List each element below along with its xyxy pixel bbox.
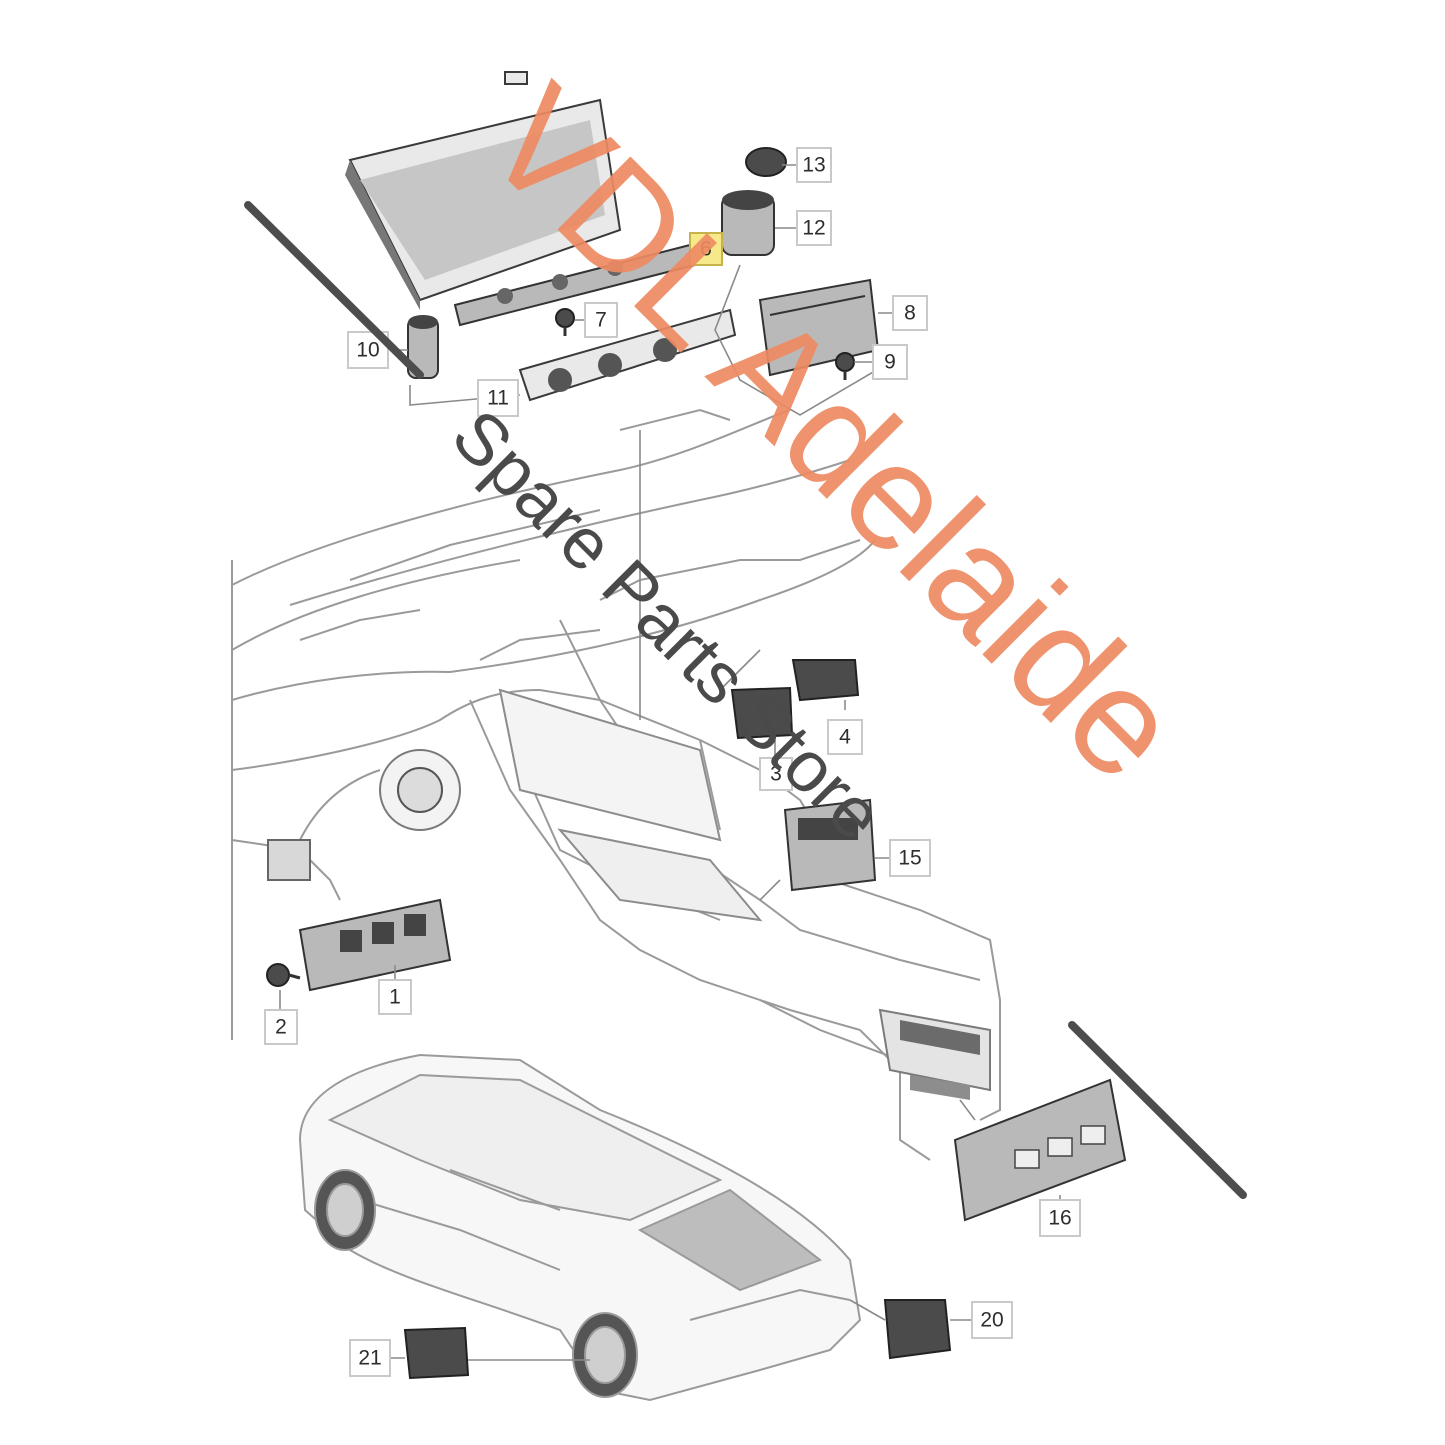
watermark-bar-top-left	[244, 201, 424, 379]
svg-text:2: 2	[275, 1016, 287, 1039]
svg-text:3: 3	[770, 763, 782, 786]
callout-16: 16	[1039, 1199, 1081, 1237]
svg-text:13: 13	[802, 154, 825, 177]
svg-text:11: 11	[487, 387, 509, 410]
svg-text:7: 7	[595, 309, 607, 332]
part-control-panel	[453, 243, 697, 327]
leader-lines	[279, 164, 1061, 1361]
svg-text:1: 1	[389, 986, 401, 1009]
svg-text:16: 16	[1048, 1207, 1071, 1230]
callout-20: 20	[971, 1301, 1013, 1339]
part-switch-21	[403, 1326, 470, 1380]
callout-13: 13	[796, 147, 832, 183]
svg-text:6: 6	[700, 238, 712, 261]
callout-11: 11	[477, 379, 519, 417]
svg-text:10: 10	[356, 339, 379, 362]
car-illustration	[298, 1053, 862, 1402]
callout-12: 12	[796, 210, 832, 246]
watermark-bar-bottom-right	[1068, 1021, 1247, 1199]
center-console	[267, 688, 991, 1100]
part-switch-3	[730, 686, 794, 740]
callout-9: 9	[872, 344, 908, 380]
part-switch-1	[298, 898, 452, 992]
callout-21: 21	[349, 1339, 391, 1377]
callout-3: 3	[759, 757, 793, 791]
svg-text:20: 20	[980, 1309, 1003, 1332]
part-knob-12	[721, 190, 775, 256]
part-switch-16	[953, 1078, 1127, 1222]
part-lower-bracket	[518, 308, 737, 402]
callout-10: 10	[347, 331, 389, 369]
svg-text:9: 9	[884, 351, 896, 374]
part-screw-7	[555, 308, 575, 336]
callout-6: 6	[689, 232, 723, 266]
part-switch-20	[883, 1299, 952, 1360]
part-screw-2	[266, 963, 301, 987]
svg-text:21: 21	[358, 1347, 381, 1370]
part-cap-13	[745, 147, 787, 177]
svg-text:8: 8	[904, 302, 916, 325]
part-switch-4	[791, 659, 860, 702]
part-knob-10	[407, 315, 439, 379]
callout-8: 8	[892, 295, 928, 331]
svg-text:15: 15	[898, 847, 921, 870]
callout-2: 2	[264, 1009, 298, 1045]
svg-text:4: 4	[839, 726, 851, 749]
callout-7: 7	[584, 302, 618, 338]
callout-15: 15	[889, 839, 931, 877]
part-display-unit	[345, 71, 622, 310]
callout-1: 1	[378, 979, 412, 1015]
part-switch-15	[783, 798, 877, 892]
svg-text:12: 12	[802, 217, 825, 240]
callout-4: 4	[827, 719, 863, 755]
